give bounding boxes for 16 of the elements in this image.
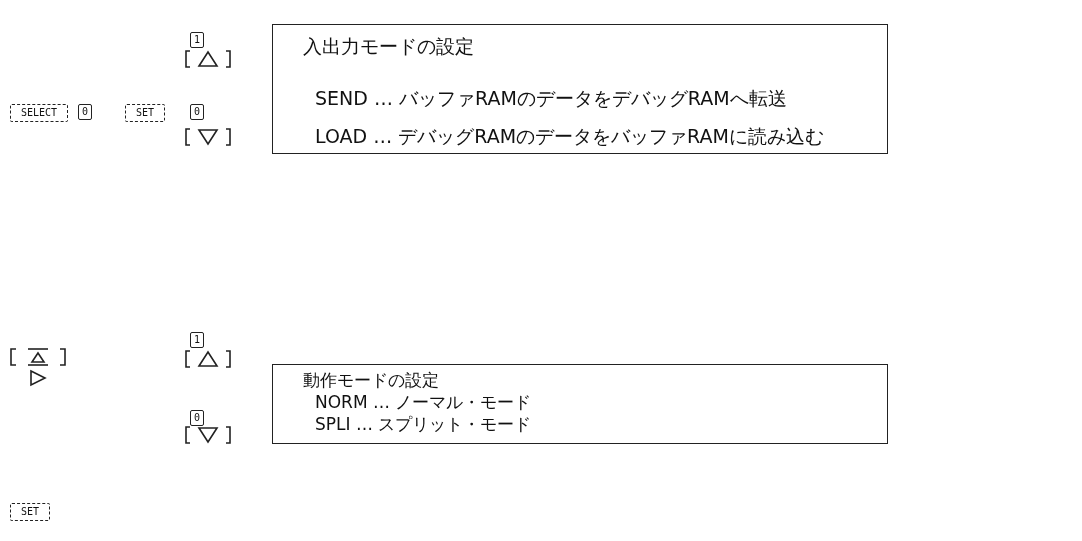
key-cap: 0 xyxy=(78,104,93,120)
key-cap: 1 xyxy=(190,32,205,48)
option-description: SEND … バッファRAMのデータをデバッグRAMへ転送 xyxy=(315,86,788,111)
display-panel xyxy=(272,24,888,154)
option-description: LOAD … デバッグRAMのデータをバッファRAMに読み込む xyxy=(315,124,825,149)
panel-heading: 入出力モードの設定 xyxy=(303,34,475,59)
option-description: NORM … ノーマル・モード xyxy=(315,391,533,413)
key-cap: SET xyxy=(10,503,51,521)
display-panel xyxy=(272,364,888,444)
key-cap: 0 xyxy=(190,410,205,426)
key-cap: SELECT xyxy=(10,104,69,122)
option-description: SPLI … スプリット・モード xyxy=(315,413,533,435)
key-cap: 1 xyxy=(190,332,205,348)
key-cap: SET xyxy=(125,104,166,122)
panel-heading: 動作モードの設定 xyxy=(303,369,440,391)
key-cap: 0 xyxy=(190,104,205,120)
